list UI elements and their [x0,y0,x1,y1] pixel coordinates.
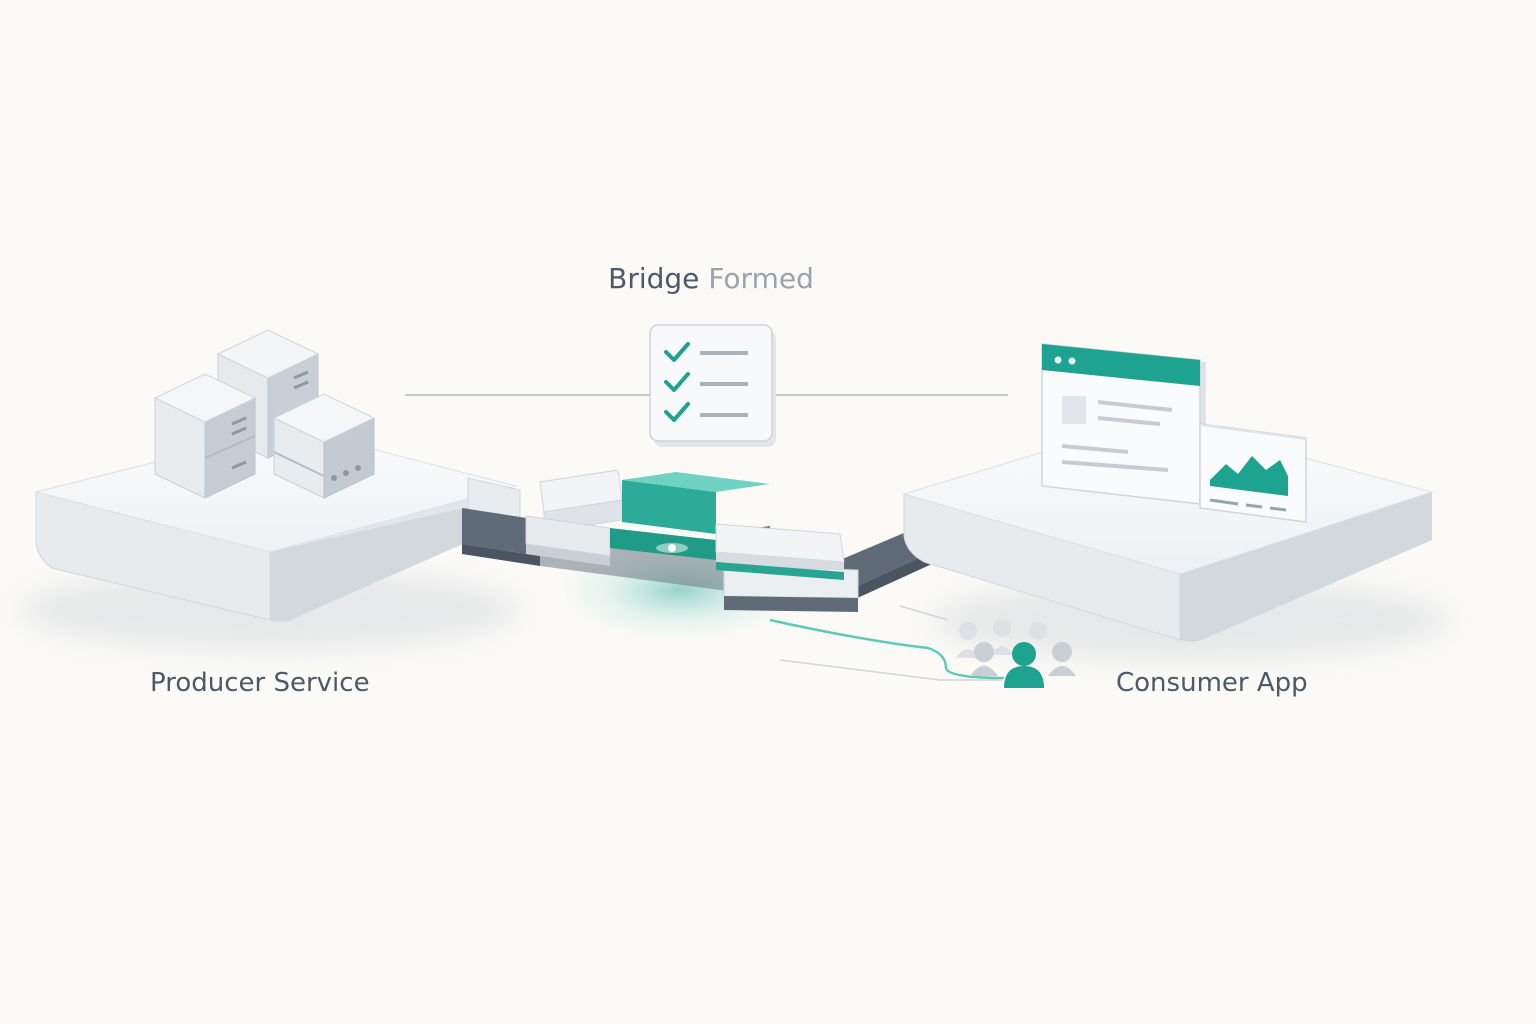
producer-service-label: Producer Service [150,668,370,698]
checklist-icon [649,324,776,447]
bridge [462,469,958,640]
producer-platform [20,427,521,650]
app-window-icon [1041,343,1206,505]
user-link-line [769,618,1005,680]
title-word-1: Bridge [608,262,700,295]
diagram-title: Bridge Formed [0,262,1422,295]
title-word-2: Formed [708,262,814,295]
user-group-icon [956,619,1076,688]
server-stack-icon [153,329,376,499]
consumer-app-label: Consumer App [1116,668,1308,698]
chart-panel-icon [1199,423,1307,523]
